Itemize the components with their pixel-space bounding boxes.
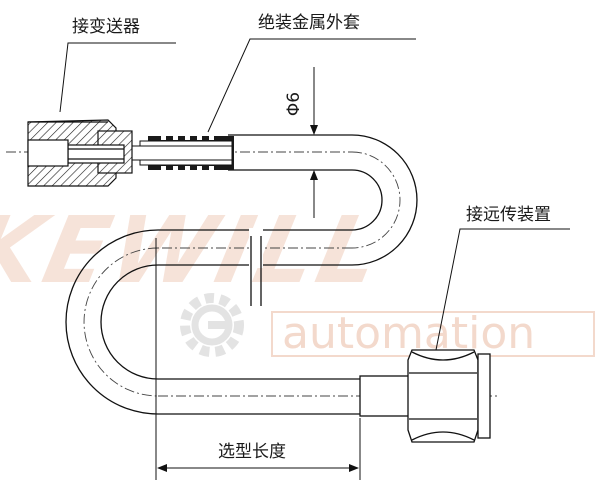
watermark-tagline-text: automation xyxy=(282,308,535,359)
watermark: KEWILL automation xyxy=(0,197,595,359)
remote-device-fitting xyxy=(359,349,491,443)
capillary-tube xyxy=(65,134,418,415)
leader-lines xyxy=(59,38,570,351)
metal-sheath-label: 绝装金属外套 xyxy=(258,13,360,33)
remote-device-connection-label: 接远传装置 xyxy=(466,205,551,225)
watermark-brand-text: KEWILL xyxy=(0,197,393,304)
length-dimension xyxy=(155,238,361,480)
tube-break-mark xyxy=(249,228,263,306)
insulated-metal-sheath xyxy=(131,134,234,172)
gear-icon xyxy=(180,293,244,357)
selected-length-label: 选型长度 xyxy=(218,442,286,462)
transmitter-connection-label: 接变送器 xyxy=(72,17,140,37)
transmitter-fitting xyxy=(27,119,133,187)
diameter-label: Φ6 xyxy=(284,92,304,116)
